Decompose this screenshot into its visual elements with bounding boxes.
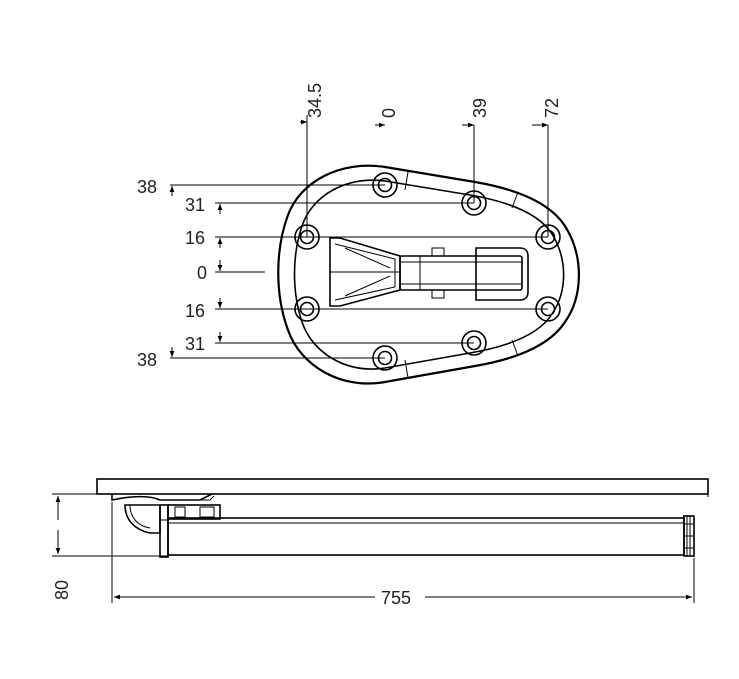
left-extension-lines xyxy=(170,184,548,359)
left-dim-label-1: 38 xyxy=(137,177,157,197)
left-dim-label-6: 31 xyxy=(185,334,205,354)
top-dim-label-2: 0 xyxy=(379,108,399,118)
plate-outer-contour xyxy=(277,164,580,385)
plate-profile xyxy=(111,493,213,501)
top-dim-label-3: 39 xyxy=(470,98,490,118)
height-dim-label: 80 xyxy=(52,580,72,600)
top-dim-label-1: 34.5 xyxy=(305,83,325,118)
hinge-bracket xyxy=(124,504,221,558)
top-dimension-arrows xyxy=(300,119,548,128)
top-view-plate: 34.5 0 39 72 38 31 16 0 16 31 38 xyxy=(137,83,580,385)
hinge-mechanism xyxy=(329,237,529,307)
left-dim-label-7: 38 xyxy=(137,350,157,370)
left-dim-label-4: 0 xyxy=(197,263,207,283)
left-dim-label-2: 31 xyxy=(185,195,205,215)
table-top xyxy=(96,478,709,495)
length-dim-label: 755 xyxy=(381,588,411,608)
plate-inner-contour xyxy=(293,179,565,370)
left-dimension-arrows xyxy=(169,186,223,357)
left-dim-label-5: 16 xyxy=(185,301,205,321)
tube-arm xyxy=(167,515,695,557)
top-extension-lines xyxy=(306,115,549,237)
left-dim-label-3: 16 xyxy=(185,228,205,248)
top-dim-label-4: 72 xyxy=(542,98,562,118)
length-dimension: 755 xyxy=(111,502,695,608)
side-view: 80 755 xyxy=(52,478,709,608)
height-dimension: 80 xyxy=(52,493,168,600)
